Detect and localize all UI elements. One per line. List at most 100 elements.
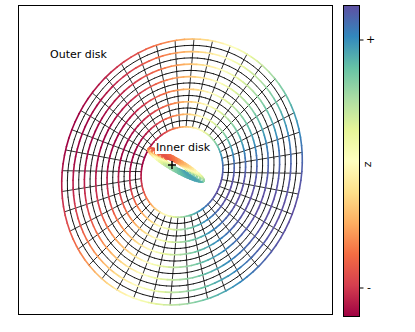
disk-grid-line <box>223 43 230 46</box>
disk-grid-line <box>67 164 69 172</box>
disk-grid-line <box>90 138 92 145</box>
disk-grid-line <box>145 288 152 290</box>
disk-grid-line <box>249 177 251 182</box>
disk-grid-line <box>172 304 180 306</box>
disk-grid-line <box>127 118 130 122</box>
disk-grid-line <box>210 208 212 210</box>
disk-grid-line <box>123 96 128 101</box>
disk-grid-line <box>138 156 139 159</box>
disk-grid-line <box>295 139 296 147</box>
disk-grid-line <box>248 86 253 90</box>
disk-grid-line <box>261 211 264 217</box>
disk-grid-line <box>270 118 273 124</box>
disk-grid-line <box>183 120 186 121</box>
disk-grid-line <box>249 182 250 187</box>
disk-grid-line <box>177 235 181 236</box>
disk-grid-line <box>151 119 154 121</box>
disk-grid-line <box>256 105 259 110</box>
disk-grid-line <box>218 119 221 121</box>
disk-grid-line <box>300 172 303 181</box>
disk-grid-line <box>208 72 214 73</box>
disk-grid-line <box>124 189 126 193</box>
disk-grid-line <box>136 186 138 189</box>
disk-grid-line <box>146 46 154 49</box>
disk-grid-line <box>75 114 79 122</box>
disk-grid-line <box>105 130 108 136</box>
disk-grid-line <box>212 206 214 208</box>
disk-grid-line <box>153 237 157 239</box>
disk-grid-line <box>143 95 148 98</box>
disk-grid-line <box>207 277 214 280</box>
disk-grid-line <box>283 142 285 149</box>
disk-grid-line <box>187 302 195 303</box>
disk-grid-line <box>285 222 289 230</box>
disk-grid-line <box>116 282 122 286</box>
disk-grid-line <box>106 144 108 150</box>
disk-grid-line <box>214 48 221 50</box>
disk-grid-line <box>112 177 113 182</box>
disk-grid-line <box>202 110 206 111</box>
disk-grid-line <box>114 157 115 162</box>
disk-grid-line <box>237 49 244 53</box>
disk-grid-line <box>249 198 251 203</box>
disk-grid-line <box>114 226 117 230</box>
disk-grid-line <box>157 62 164 64</box>
disk-grid-line <box>116 86 121 91</box>
disk-grid-line <box>124 219 127 223</box>
disk-grid-line <box>191 264 197 265</box>
disk-grid-line <box>152 230 155 232</box>
disk-grid-line <box>172 223 175 224</box>
disk-grid-line <box>84 186 86 193</box>
disk-label: Outer disk <box>50 48 107 61</box>
disk-grid-line <box>107 161 110 166</box>
disk-grid-line <box>168 85 173 86</box>
disk-grid-line <box>149 106 153 109</box>
disk-grid-line <box>96 232 99 238</box>
disk-grid-line <box>201 178 204 179</box>
disk-grid-line <box>69 156 70 164</box>
disk-grid-line <box>231 277 238 281</box>
disk-grid-line <box>140 90 145 93</box>
disk-grid-line <box>167 247 171 248</box>
disk-grid-line <box>249 219 252 224</box>
disk-grid-line <box>174 279 180 281</box>
colorbar-tick-label: - <box>367 281 371 294</box>
disk-grid-line <box>97 109 101 115</box>
disk-grid-line <box>229 200 231 204</box>
disk-grid-line <box>146 141 148 144</box>
disk-grid-line <box>103 253 108 258</box>
disk-grid-line <box>110 133 113 138</box>
disk-grid-line <box>223 226 227 229</box>
disk-grid-line <box>116 258 121 262</box>
disk-grid-line <box>211 249 216 252</box>
disk-grid-line <box>152 290 159 291</box>
disk-grid-line <box>116 202 118 207</box>
disk-grid-line <box>259 138 260 143</box>
disk-grid-line <box>158 225 161 226</box>
disk-grid-line <box>181 235 185 236</box>
disk-grid-line <box>153 44 161 47</box>
disk-grid-line <box>77 246 81 253</box>
disk-grid-line <box>211 129 213 131</box>
disk-grid-line <box>140 198 141 201</box>
disk-grid-line <box>112 146 114 151</box>
disk-grid-line <box>124 164 126 168</box>
disk-grid-line <box>104 234 107 239</box>
disk-grid-line <box>226 58 232 61</box>
disk-grid-line <box>101 166 103 172</box>
disk-grid-line <box>211 80 216 82</box>
disk-grid-line <box>93 131 96 138</box>
disk-grid-line <box>206 252 211 254</box>
disk-grid-line <box>136 249 140 252</box>
disk-grid-line <box>80 226 83 233</box>
disk-grid-line <box>172 109 176 111</box>
disk-grid-line <box>80 116 84 124</box>
disk-grid-line <box>88 229 91 235</box>
disk-grid-line <box>228 95 232 98</box>
disk-grid-line <box>284 212 287 220</box>
disk-grid-line <box>95 191 97 197</box>
disk-grid-line <box>120 291 127 295</box>
disk-grid-line <box>260 178 262 184</box>
disk-grid-line <box>266 147 268 153</box>
disk-grid-line <box>256 195 258 201</box>
